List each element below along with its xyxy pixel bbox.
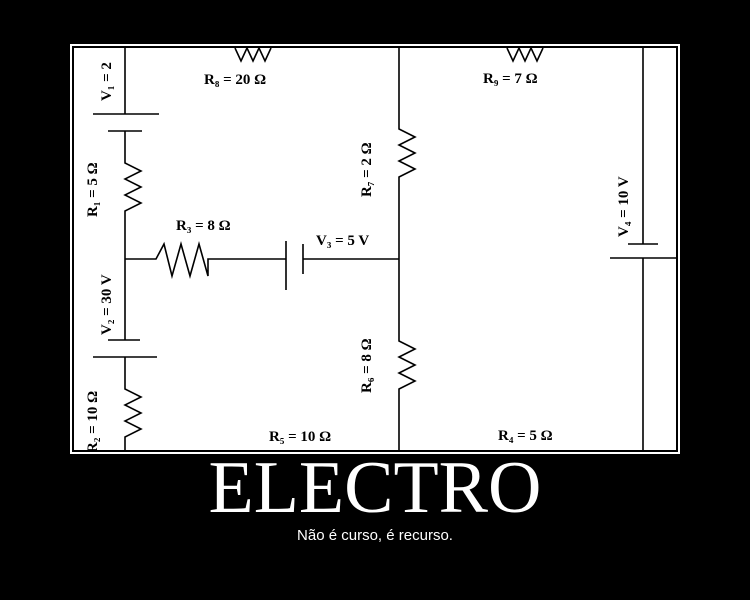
resistor-r3 [125,241,286,280]
battery-v2 [93,339,157,358]
battery-v4 [610,243,676,259]
circuit-diagram: V₁ = 2 R₁ = 5 Ω V₂ = 30 V R₂ = 10 Ω R₃ =… [74,48,676,450]
label-v4: V₄ = 10 V [616,176,632,237]
poster-frame: V₁ = 2 R₁ = 5 Ω V₂ = 30 V R₂ = 10 Ω R₃ =… [70,44,680,454]
battery-v3 [285,241,399,290]
label-r8: R₈ = 20 Ω [204,72,266,88]
circuit-svg: V₁ = 2 R₁ = 5 Ω V₂ = 30 V R₂ = 10 Ω R₃ =… [85,48,676,450]
resistor-r7 [397,48,417,259]
label-r4: R₄ = 5 Ω [498,428,553,444]
label-r6: R₆ = 8 Ω [359,338,375,393]
label-r1: R₁ = 5 Ω [85,162,101,217]
poster-title: ELECTRO [208,447,542,529]
label-v2: V₂ = 30 V [99,274,115,335]
label-v1: V₁ = 2 [99,62,115,101]
resistor-r6 [397,259,417,450]
label-r3: R₃ = 8 Ω [176,218,231,234]
resistor-r2 [123,357,143,450]
label-r7: R₇ = 2 Ω [359,142,375,197]
poster-caption: Não é curso, é recurso. [297,527,453,544]
resistor-r8 [234,48,272,63]
label-r5: R₅ = 10 Ω [269,429,331,445]
label-v3: V₃ = 5 V [316,233,369,249]
battery-v1 [93,113,159,132]
label-r2: R₂ = 10 Ω [85,391,101,450]
resistor-r1 [123,131,143,259]
label-r9: R₉ = 7 Ω [483,71,538,87]
resistor-r9 [506,48,544,63]
